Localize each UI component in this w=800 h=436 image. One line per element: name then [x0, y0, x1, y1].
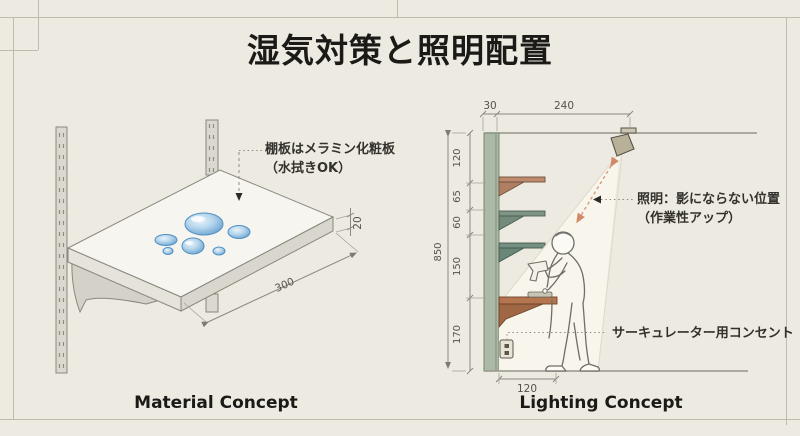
dim-thickness-value: 20: [352, 216, 364, 229]
wall-shelf-3: [498, 242, 546, 263]
material-diagram: 300 20: [55, 119, 364, 374]
dimension-total-height: 850: [433, 130, 451, 369]
circulator-outlet: [499, 339, 514, 359]
dimension-top: 30 240: [479, 100, 634, 131]
material-caption: Material Concept: [134, 393, 298, 413]
shelf-material-label: 棚板はメラミン化粧板 （水拭きOK）: [265, 140, 395, 178]
page-title: 湿気対策と照明配置: [247, 31, 553, 70]
dim-bench-depth-value: 120: [517, 383, 537, 395]
dim-total-value: 850: [433, 242, 444, 261]
dim-seg1-value: 120: [452, 148, 463, 167]
dimension-bench-depth: 120: [495, 373, 560, 395]
arrow-down-icon: [235, 193, 243, 201]
shelf-label-leader: [235, 150, 262, 201]
dim-seg5-value: 170: [452, 325, 463, 344]
dim-wall-value: 30: [483, 100, 496, 112]
shelf-material-label-line2: （水拭きOK）: [265, 161, 352, 176]
dim-seg2-value: 65: [452, 190, 463, 203]
light-label-leader: [593, 195, 634, 204]
lighting-position-label-line1: 照明：影にならない位置: [637, 192, 781, 207]
lighting-diagram: 30 240: [433, 100, 757, 395]
dim-depth-value: 300: [273, 276, 296, 295]
drill-tool: [527, 260, 549, 282]
person-figure: [527, 231, 600, 372]
dimension-chain-left: 120 65 60 150 170: [452, 129, 486, 375]
lighting-position-label-line2: （作業性アップ）: [637, 211, 742, 226]
dimension-thickness: 20: [335, 208, 364, 236]
sheet-frame: [0, 0, 800, 425]
arrow-left-icon: [593, 195, 601, 204]
wall-section: [483, 132, 500, 372]
spotlight-fixture: [610, 127, 637, 157]
workpiece-block: [527, 291, 553, 298]
water-droplets: [154, 212, 251, 256]
lighting-caption: Lighting Concept: [519, 393, 683, 413]
dim-light-offset-value: 240: [554, 100, 574, 112]
outlet-label-leader: [506, 332, 606, 340]
dim-seg4-value: 150: [452, 257, 463, 276]
beam-direction-arrow: [576, 156, 619, 224]
shelf-post-left: [55, 126, 68, 374]
shelf-material-label-line1: 棚板はメラミン化粧板: [265, 142, 396, 157]
outlet-label: サーキュレーター用コンセント: [612, 326, 794, 341]
lighting-position-label: 照明：影にならない位置 （作業性アップ）: [637, 190, 780, 228]
dim-seg3-value: 60: [452, 216, 463, 229]
wall-shelf-1: [498, 176, 546, 197]
wall-shelf-2: [498, 210, 546, 231]
